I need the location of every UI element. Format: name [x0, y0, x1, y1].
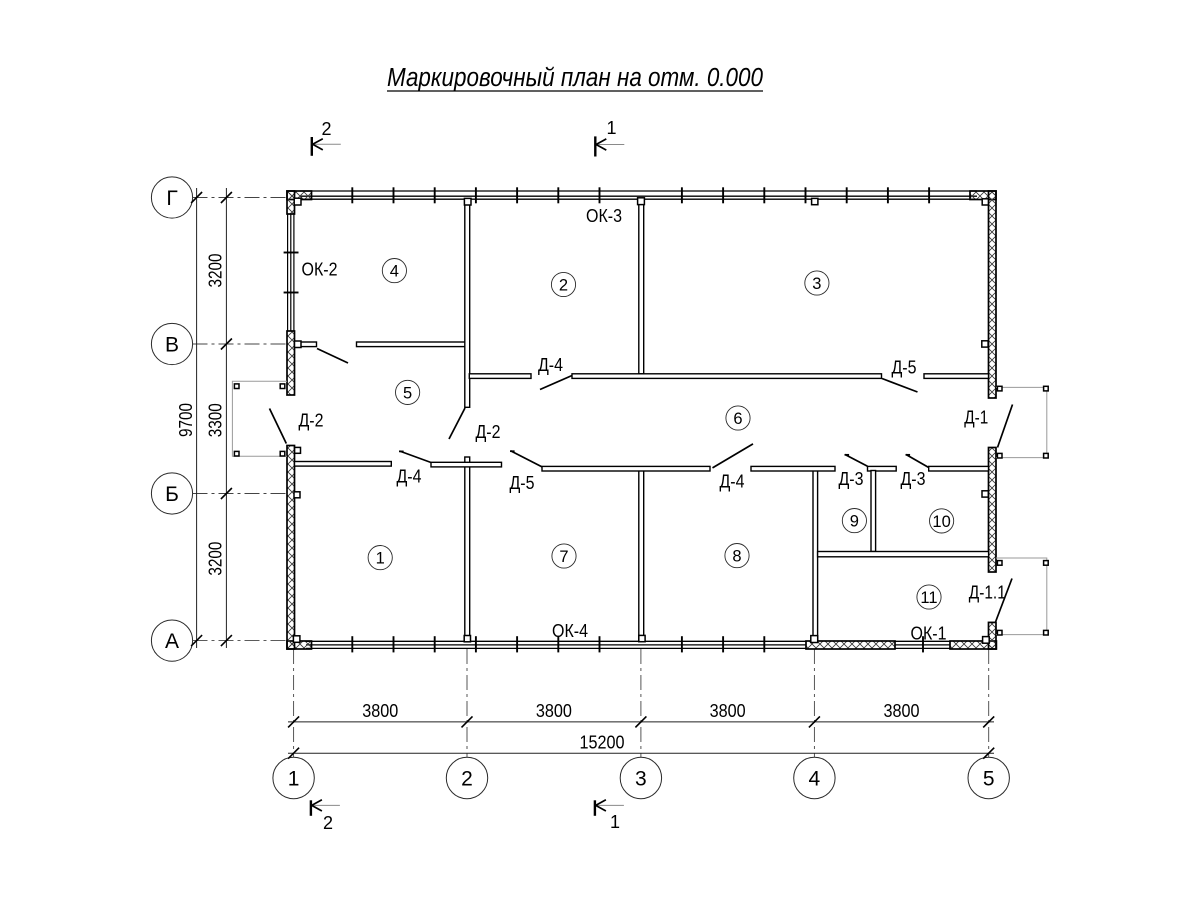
svg-text:15200: 15200: [580, 733, 625, 753]
svg-text:8: 8: [732, 548, 741, 566]
svg-text:3300: 3300: [206, 403, 226, 437]
svg-text:3800: 3800: [536, 701, 572, 721]
svg-text:5: 5: [983, 768, 995, 791]
svg-text:ОК-1: ОК-1: [911, 624, 947, 644]
svg-text:Д-5: Д-5: [510, 473, 535, 493]
svg-text:4: 4: [809, 768, 821, 791]
svg-text:2: 2: [461, 768, 473, 791]
svg-text:3: 3: [635, 768, 647, 791]
svg-text:4: 4: [390, 263, 399, 281]
svg-text:2: 2: [321, 119, 331, 139]
svg-text:3800: 3800: [710, 701, 746, 721]
svg-text:Д-4: Д-4: [720, 472, 745, 492]
svg-text:Маркировочный план на отм. 0.0: Маркировочный план на отм. 0.000: [387, 64, 763, 92]
svg-text:Д-3: Д-3: [839, 469, 864, 489]
svg-text:3200: 3200: [206, 542, 226, 576]
svg-text:1: 1: [610, 812, 620, 832]
svg-text:ОК-2: ОК-2: [302, 260, 338, 280]
svg-text:10: 10: [932, 513, 950, 531]
svg-text:Д-2: Д-2: [299, 411, 324, 431]
svg-text:1: 1: [376, 550, 385, 568]
svg-text:9: 9: [850, 513, 859, 531]
svg-text:Д-1: Д-1: [964, 408, 988, 428]
svg-text:Д-3: Д-3: [901, 469, 926, 489]
svg-text:7: 7: [559, 548, 568, 566]
svg-text:6: 6: [733, 410, 742, 428]
svg-text:1: 1: [606, 118, 616, 138]
svg-text:1: 1: [288, 768, 300, 791]
svg-text:3: 3: [812, 275, 821, 293]
svg-text:ОК-4: ОК-4: [552, 621, 588, 641]
svg-text:3800: 3800: [362, 701, 398, 721]
svg-text:3800: 3800: [884, 701, 920, 721]
svg-text:9700: 9700: [176, 403, 196, 437]
svg-text:ОК-3: ОК-3: [586, 206, 622, 226]
svg-text:Д-5: Д-5: [892, 358, 917, 378]
svg-text:Г: Г: [166, 187, 177, 210]
svg-text:Д-4: Д-4: [538, 355, 563, 375]
svg-text:2: 2: [323, 813, 333, 833]
svg-text:В: В: [165, 334, 179, 357]
svg-text:Д-4: Д-4: [397, 467, 422, 487]
svg-text:5: 5: [403, 384, 412, 402]
svg-text:2: 2: [559, 276, 568, 294]
svg-text:11: 11: [920, 589, 937, 607]
svg-text:3200: 3200: [206, 254, 226, 288]
svg-text:А: А: [165, 630, 179, 653]
svg-text:Д-2: Д-2: [476, 422, 501, 442]
svg-text:Д-1.1: Д-1.1: [969, 583, 1006, 603]
svg-text:Б: Б: [165, 483, 179, 506]
